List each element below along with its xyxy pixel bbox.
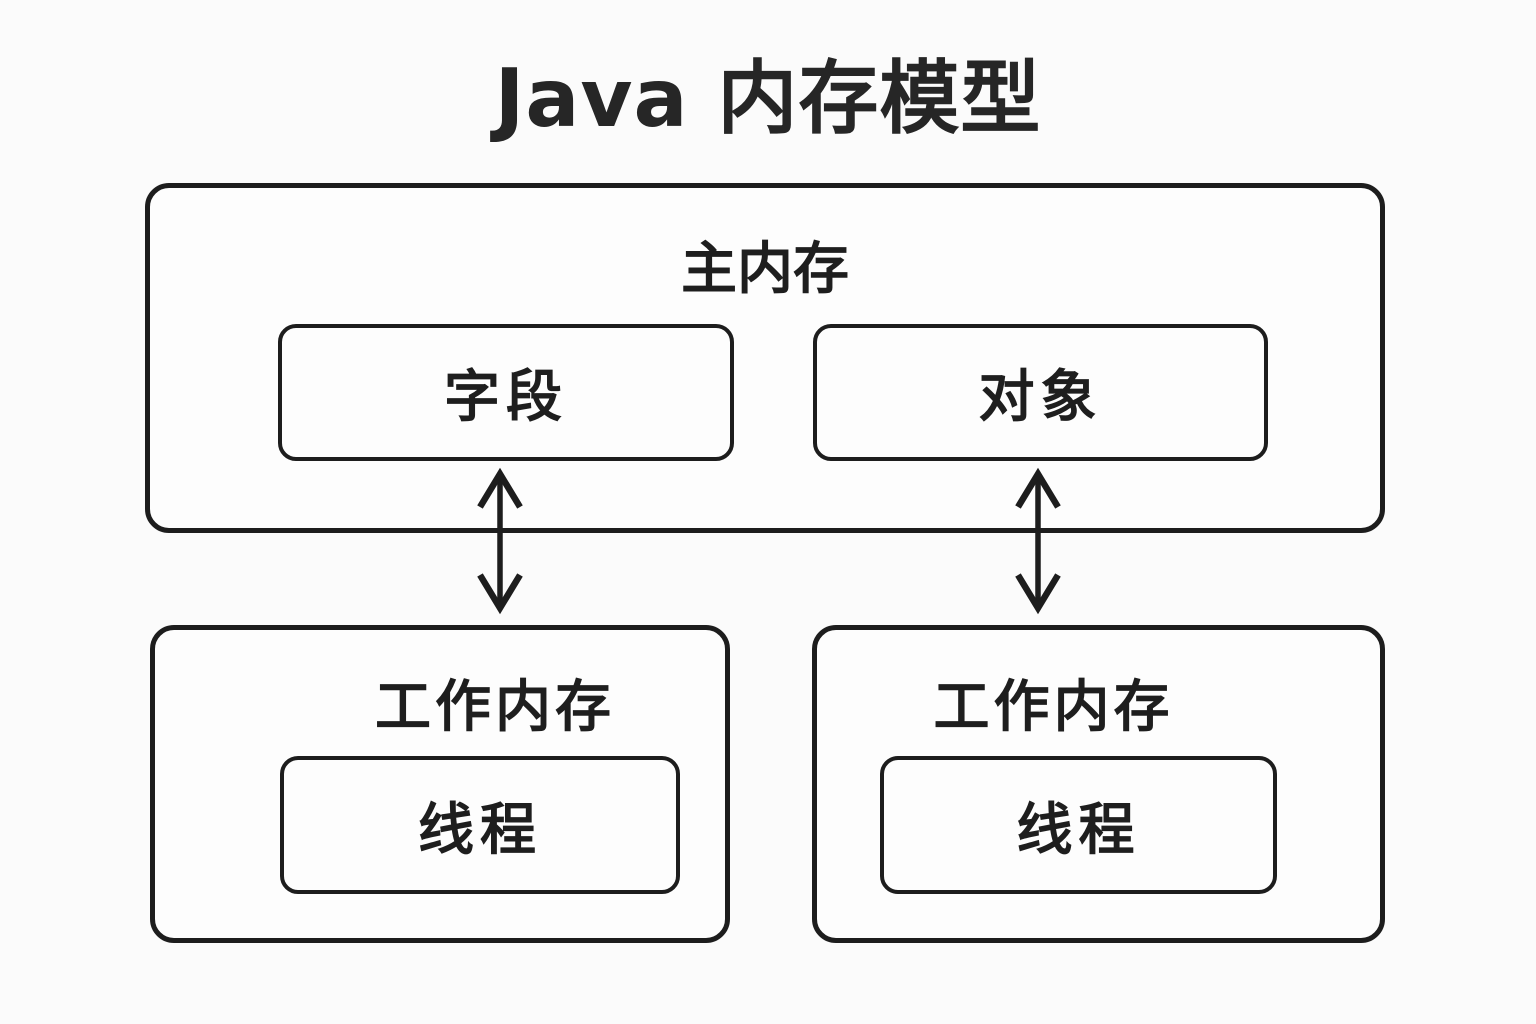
working-memory-right-label: 工作内存 [933, 675, 1174, 740]
main-memory-label: 主内存 [681, 237, 849, 302]
thread-label-right: 线程 [1016, 797, 1141, 863]
bidirectional-arrow-right [1015, 467, 1061, 615]
field-box: 字段 [278, 324, 734, 461]
working-memory-left-label: 工作内存 [375, 675, 615, 740]
object-box: 对象 [813, 324, 1268, 461]
thread-box-left: 线程 [280, 756, 680, 894]
working-memory-left-box: 工作内存 线程 [150, 625, 730, 943]
object-label: 对象 [978, 365, 1103, 430]
bidirectional-arrow-left [477, 467, 523, 615]
thread-label-left: 线程 [418, 797, 542, 863]
page-title: Java 内存模型 [494, 52, 1042, 145]
working-memory-right-box: 工作内存 线程 [812, 625, 1385, 943]
thread-box-right: 线程 [880, 756, 1277, 894]
field-label: 字段 [444, 365, 568, 430]
main-memory-box: 主内存 字段 对象 [145, 183, 1385, 533]
